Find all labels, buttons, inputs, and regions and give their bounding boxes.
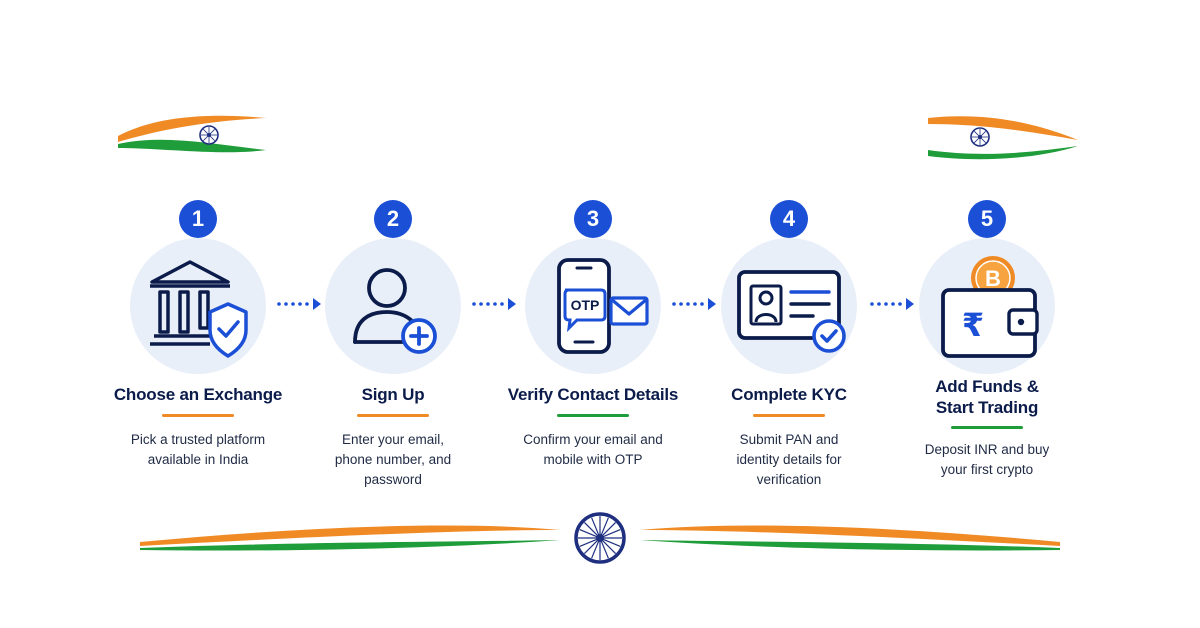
step-underline — [557, 414, 629, 417]
step-icon-circle — [325, 238, 461, 374]
step-number-badge: 2 — [374, 200, 412, 238]
step-title: Verify Contact Details — [507, 385, 679, 404]
step-underline — [951, 426, 1023, 429]
flag-swoosh-bottom — [140, 512, 1060, 564]
flag-wave-top-left — [118, 115, 266, 153]
ashoka-chakra-icon — [574, 512, 626, 564]
step-number-badge: 4 — [770, 200, 808, 238]
step-description: Confirm your email and mobile with OTP — [523, 432, 663, 467]
step-arrow — [869, 294, 919, 314]
step-description: Submit PAN and identity details for veri… — [736, 432, 842, 487]
bank-shield-icon — [150, 260, 248, 358]
user-add-icon — [353, 268, 437, 354]
step-description: Deposit INR and buy your first crypto — [924, 442, 1050, 477]
phone-otp-icon: OTP — [557, 258, 649, 354]
step-description: Pick a trusted platform available in Ind… — [130, 432, 266, 467]
step-icon-circle — [721, 238, 857, 374]
rupee-symbol: ₹ — [962, 306, 984, 344]
wallet-bitcoin-icon: B ₹ — [941, 256, 1039, 358]
id-card-icon — [737, 270, 846, 353]
step-icon-circle — [130, 238, 266, 374]
step-title: Complete KYC — [731, 385, 847, 404]
flag-wave-top-right — [928, 116, 1078, 160]
step-title: Sign Up — [361, 385, 425, 404]
step-number-badge: 1 — [179, 200, 217, 238]
step-arrow — [671, 294, 721, 314]
otp-label: OTP — [571, 297, 600, 313]
step-icon-circle: B ₹ — [919, 238, 1055, 374]
bitcoin-symbol: B — [985, 266, 1001, 291]
step-underline — [753, 414, 825, 417]
step-title: Add Funds & Start Trading — [935, 377, 1039, 417]
step-underline — [162, 414, 234, 417]
step-arrow — [471, 294, 521, 314]
step-icon-circle: OTP — [525, 238, 661, 374]
step-arrow — [276, 294, 326, 314]
step-title: Choose an Exchange — [113, 385, 283, 404]
step-number-badge: 3 — [574, 200, 612, 238]
step-underline — [357, 414, 429, 417]
step-number-badge: 5 — [968, 200, 1006, 238]
step-description: Enter your email, phone number, and pass… — [334, 432, 452, 487]
